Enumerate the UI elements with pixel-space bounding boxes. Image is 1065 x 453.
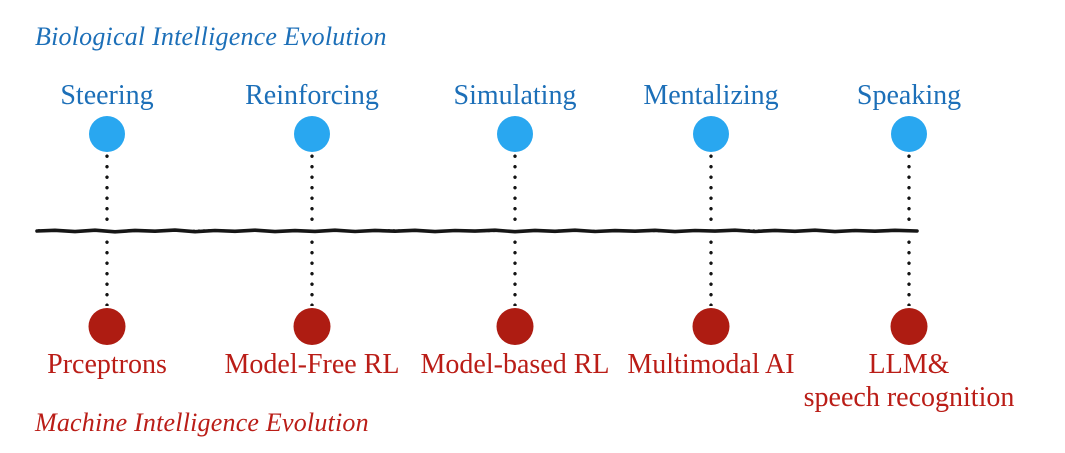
timeline-axis-path [35, 228, 919, 234]
dotted-connector-upper [105, 154, 109, 224]
dotted-connector-lower [709, 240, 713, 306]
bio-node-circle [497, 116, 533, 152]
machine-node-circle [496, 308, 534, 345]
bio-stage-label: Simulating [453, 80, 577, 111]
biological-evolution-title: Biological Intelligence Evolution [35, 22, 387, 51]
machine-node-circle [293, 308, 331, 345]
timeline-axis-texture [37, 228, 917, 233]
machine-stage-label: Prceptrons [47, 349, 167, 380]
dotted-connector-upper [310, 154, 314, 224]
bio-node-circle [294, 116, 330, 152]
machine-stage-label: Model-Free RL [224, 349, 400, 380]
machine-stage-label: Multimodal AI [627, 349, 795, 380]
machine-node-circle [692, 308, 730, 345]
dotted-connector-lower [907, 240, 911, 306]
machine-stage-label: Model-based RL [420, 349, 610, 380]
bio-node-circle [891, 116, 927, 152]
machine-stage-label: LLM& [868, 349, 950, 380]
dotted-connector-upper [513, 154, 517, 224]
dotted-connector-lower [105, 240, 109, 306]
dotted-connector-lower [310, 240, 314, 306]
machine-node-circle [88, 308, 126, 345]
bio-stage-label: Steering [60, 80, 154, 111]
bio-stage-label: Mentalizing [643, 80, 779, 111]
bio-stage-label: Reinforcing [245, 80, 379, 111]
machine-stage-label-line2: speech recognition [803, 382, 1015, 413]
bio-node-circle [89, 116, 125, 152]
dotted-connector-upper [907, 154, 911, 224]
bio-node-circle [693, 116, 729, 152]
dotted-connector-upper [709, 154, 713, 224]
machine-node-circle [890, 308, 928, 345]
dotted-connector-lower [513, 240, 517, 306]
machine-evolution-title: Machine Intelligence Evolution [35, 408, 369, 437]
bio-stage-label: Speaking [856, 80, 962, 111]
